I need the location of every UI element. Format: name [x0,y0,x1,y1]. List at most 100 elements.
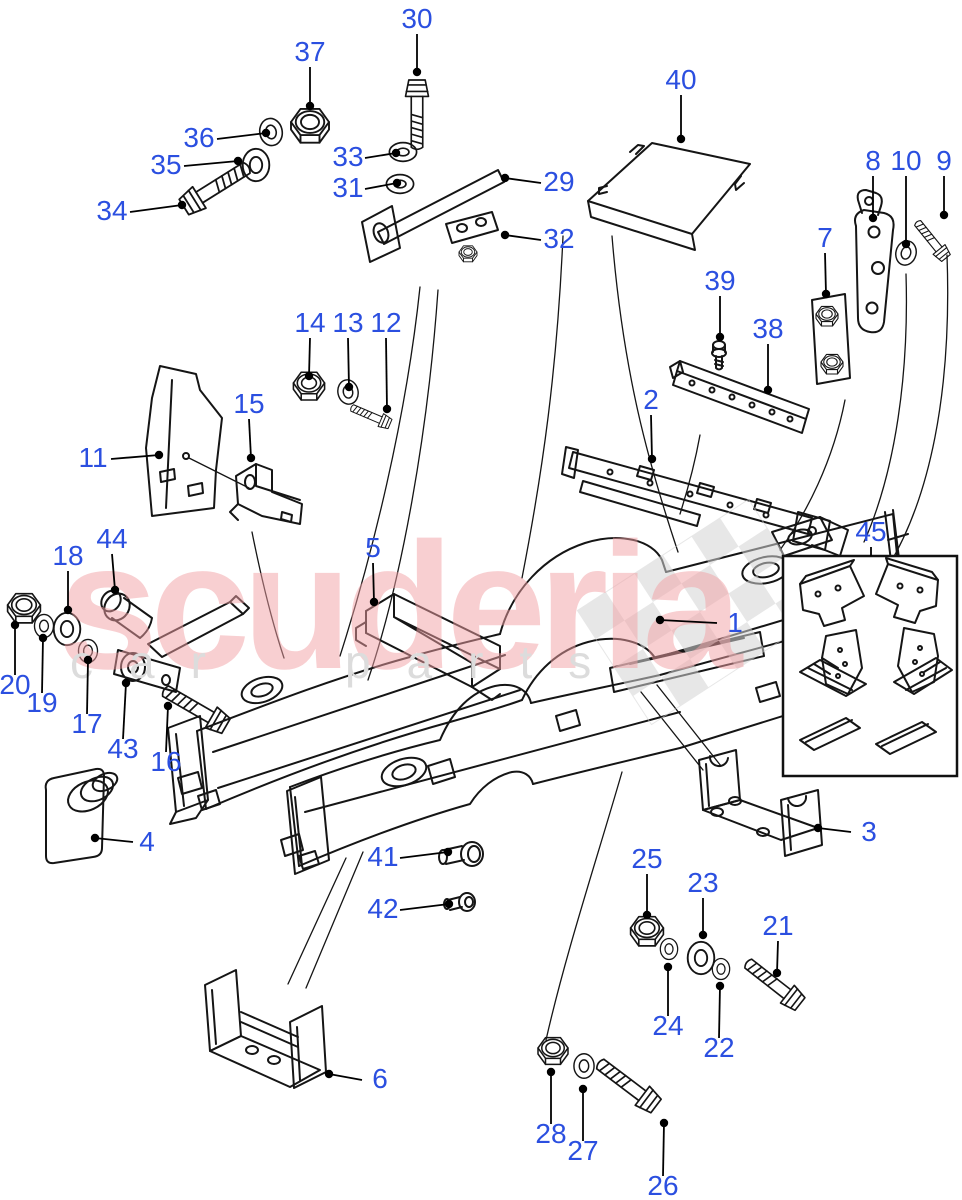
callout-40: 40 [665,64,696,95]
callout-dot-37 [305,101,315,111]
watermark-sub-text-car: car [70,636,242,688]
callout-30: 30 [401,3,432,34]
watermark-sub-text-parts: parts [345,636,627,688]
part-7-plate [811,293,851,385]
callout-dot-17 [83,655,93,665]
callout-dot-15 [246,453,256,463]
callout-dot-32 [500,230,510,240]
callout-11: 11 [78,442,107,473]
callout-33: 33 [332,141,363,172]
callout-dot-9 [939,210,949,220]
callout-5: 5 [365,532,381,563]
callout-dot-43 [121,678,131,688]
callout-leader-34 [129,204,183,213]
callout-dot-1 [655,615,665,625]
callout-44: 44 [96,523,127,554]
part-2-rail [561,446,831,551]
callout-37: 37 [294,36,325,67]
callout-leader-44 [111,553,116,591]
callout-dot-41 [443,847,453,857]
callout-leader-33 [364,152,397,159]
callout-24: 24 [652,1010,683,1041]
callout-leader-26 [662,1122,665,1177]
callout-dot-25 [642,910,652,920]
callout-dot-10 [901,239,911,249]
callout-leader-6 [328,1073,363,1081]
watermark-brand-text: scuderia [58,506,744,707]
callout-41: 41 [367,841,398,872]
callout-6: 6 [372,1063,388,1094]
callout-dot-8 [868,213,878,223]
callout-dot-16 [163,701,173,711]
part-5-crossmember [355,593,501,701]
callout-leader-31 [364,182,398,190]
callout-15: 15 [233,388,264,419]
part-4-bump-stop [44,767,119,865]
callout-2: 2 [643,384,659,415]
callout-leader-1 [659,619,718,624]
part-44-bolt [100,589,153,639]
callout-dot-3 [813,823,823,833]
callout-36: 36 [183,122,214,153]
callout-22: 22 [703,1032,734,1063]
callout-leader-2 [650,414,653,460]
callout-dot-19 [38,633,48,643]
part-38-strip [669,360,810,434]
callout-25: 25 [631,843,662,874]
callout-18: 18 [52,540,83,571]
callout-27: 27 [567,1135,598,1166]
callout-dot-6 [324,1069,334,1079]
callout-19: 19 [26,687,57,718]
callout-leader-4 [94,837,134,843]
callout-dot-13 [344,382,354,392]
watermark: scuderia car parts [58,498,824,726]
callout-dot-40 [676,134,686,144]
callout-dot-36 [261,128,271,138]
callout-42: 42 [367,893,398,924]
callout-21: 21 [762,910,793,941]
callout-dot-29 [500,173,510,183]
callout-9: 9 [936,145,952,176]
callout-leader-5 [372,562,375,603]
callout-dot-30 [412,67,422,77]
callout-leader-35 [183,160,239,167]
callout-leader-16 [165,705,169,753]
callout-43: 43 [107,733,138,764]
part-11-bracket [145,365,223,517]
part-40-panel [587,142,751,251]
callout-dot-18 [63,605,73,615]
callout-dot-21 [772,968,782,978]
callout-17: 17 [71,708,102,739]
callout-dot-7 [821,289,831,299]
callout-leader-14 [308,337,311,377]
callout-dot-26 [659,1118,669,1128]
callout-leader-12 [385,337,388,410]
callout-dot-34 [177,200,187,210]
callout-dot-24 [663,962,673,972]
callout-dot-4 [90,833,100,843]
part-8-bracket [854,189,895,334]
callout-35: 35 [150,149,181,180]
part-32-plate [445,211,499,263]
callout-dot-39 [715,332,725,342]
callout-dot-22 [715,981,725,991]
part-43-tie-plate [113,595,250,693]
callout-leader-43 [122,682,127,740]
callout-dot-12 [382,404,392,414]
callout-leader-32 [504,234,542,241]
callout-leader-17 [86,659,89,715]
callout-dot-38 [763,385,773,395]
callout-dot-33 [391,148,401,158]
callout-leader-3 [817,827,852,833]
callout-12: 12 [370,307,401,338]
callout-10: 10 [890,145,921,176]
callout-leader-11 [110,454,160,460]
callout-dot-5 [369,597,379,607]
callout-13: 13 [332,307,363,338]
callout-leader-41 [399,851,449,859]
frame-end-caps [167,681,781,875]
callout-dot-31 [392,178,402,188]
